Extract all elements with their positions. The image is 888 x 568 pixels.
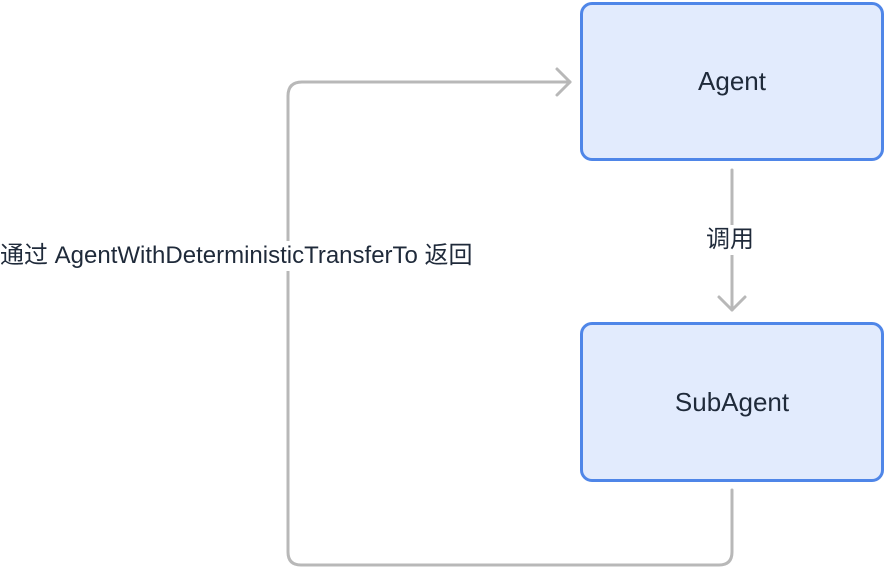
call-edge-label: 调用: [704, 225, 756, 255]
return-edge-label: 通过 AgentWithDeterministicTransferTo 返回: [0, 241, 477, 271]
call-arrowhead: [717, 295, 747, 312]
subagent-node: SubAgent: [580, 322, 884, 482]
return-arrowhead: [555, 67, 572, 97]
agent-node-label: Agent: [698, 66, 766, 96]
subagent-node-label: SubAgent: [674, 386, 790, 417]
agent-node: Agent: [580, 2, 884, 161]
return-edge: [286, 80, 734, 567]
